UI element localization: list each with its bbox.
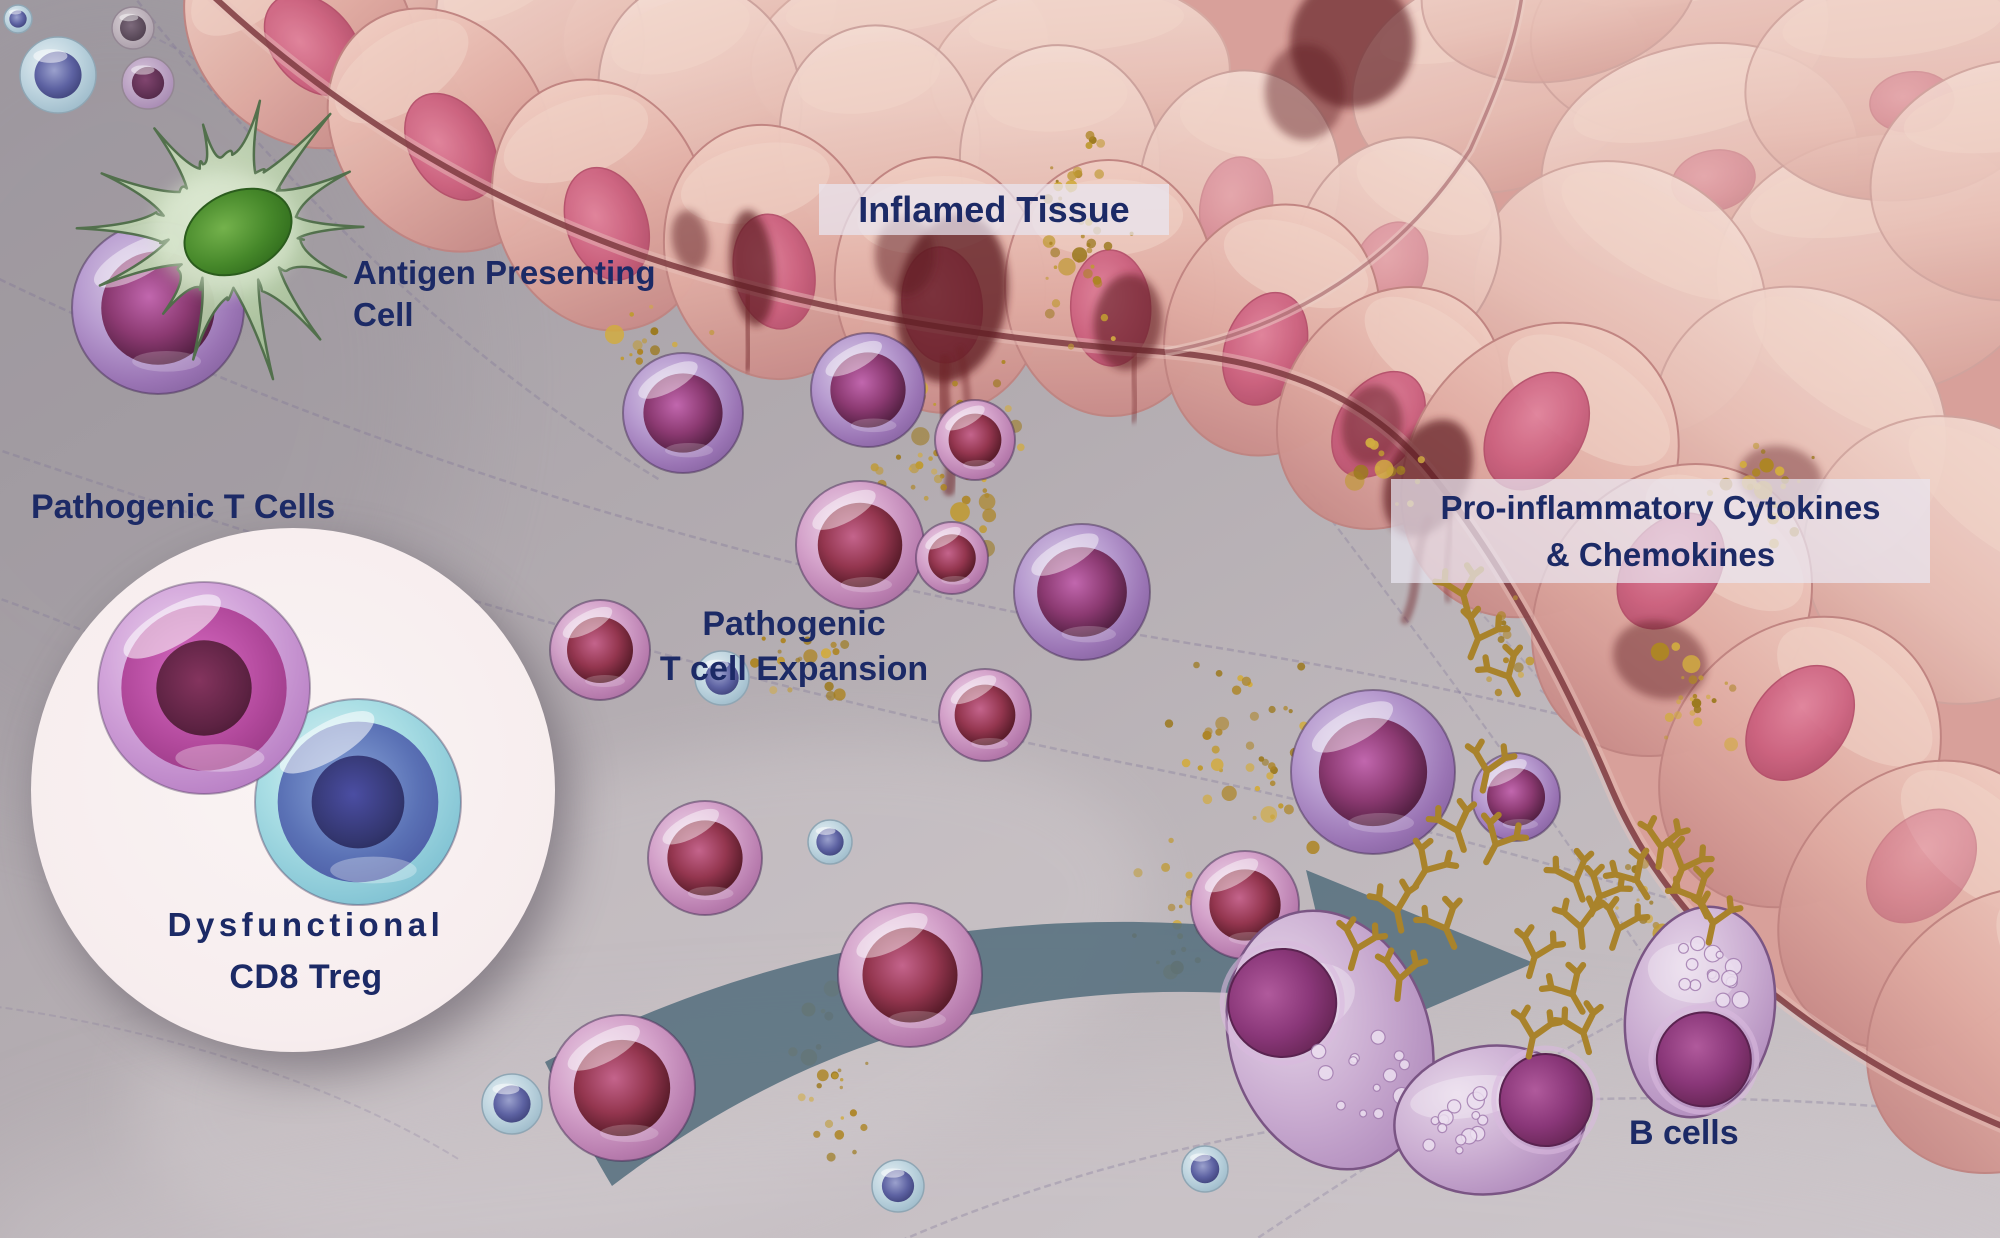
- epithelial-cell: [1420, 0, 1700, 84]
- small-immune-cell: [3, 4, 33, 34]
- epithelial-cell: [1869, 58, 2000, 302]
- tissue-damage: [729, 210, 775, 326]
- fiber-line: [1304, 484, 1641, 951]
- t-cell-expansion-label: Pathogenic T cell Expansion: [659, 605, 929, 688]
- pathogenic-t-cells-layer: [481, 332, 1561, 1213]
- apc-nucleus: [183, 187, 293, 277]
- pathogenic-t-cell: [1013, 523, 1151, 661]
- tissue-damage: [875, 215, 935, 295]
- cytokines-label-line1: Pro-inflammatory Cytokines: [1440, 489, 1881, 526]
- tissue-damage: [1093, 274, 1163, 370]
- treg-label-line2: CD8 Treg: [229, 958, 383, 996]
- b-cell: [1393, 1044, 1601, 1196]
- dendritic-cell-body: [75, 99, 365, 381]
- small-immune-cell: [871, 1159, 925, 1213]
- small-immune-cell: [481, 1073, 543, 1135]
- blood-drip: [1129, 351, 1140, 424]
- inflamed-tissue-label: Inflamed Tissue: [858, 189, 1130, 230]
- b-cell-nucleus: [1655, 1011, 1752, 1108]
- small-immune-cell: [807, 819, 853, 865]
- pathogenic-t-cell: [938, 668, 1032, 762]
- pathogenic-t-cell: [795, 480, 925, 610]
- b-cell-nucleus: [1227, 947, 1338, 1058]
- blood-drip: [742, 294, 753, 372]
- pathogenic-t-cell: [915, 521, 989, 595]
- tissue-damage: [1341, 385, 1403, 465]
- pathogenic-t-cell: [934, 399, 1016, 481]
- pathogenic-t-cell: [1290, 689, 1456, 855]
- treg-label-line1: Dysfunctional: [167, 906, 445, 943]
- pathogenic-t-cell: [837, 902, 983, 1048]
- pathogenic-t-cell: [1190, 850, 1300, 960]
- small-immune-cell: [1181, 1145, 1229, 1193]
- cd8-treg-inset: [31, 528, 555, 1052]
- epithelial-cell: [1865, 885, 2000, 1175]
- treg-magenta-cell: [97, 581, 311, 795]
- b-cells-label: B cells: [1629, 1114, 1739, 1152]
- b-cells-layer: [1219, 905, 1777, 1196]
- small-immune-cell: [111, 6, 155, 50]
- pathogenic-t-cells-label: Pathogenic T Cells: [31, 488, 336, 526]
- fiber-line: [0, 1006, 461, 1161]
- b-cell: [1623, 905, 1777, 1119]
- treg-blue-cell: [254, 698, 462, 906]
- fiber-line: [135, 0, 661, 482]
- cytokines-badge: Pro-inflammatory Cytokines & Chemokines: [1391, 479, 1930, 583]
- epithelial-nucleus: [1865, 808, 1978, 924]
- epithelial-nucleus: [1745, 664, 1856, 781]
- small-immune-cell: [121, 56, 175, 110]
- b-cell-nucleus: [1498, 1053, 1593, 1148]
- antigen-presenting-cell-graphic: [3, 4, 365, 395]
- fiber-line: [904, 1096, 2000, 1238]
- antigen-presenting-cell-label: Antigen Presenting Cell: [353, 254, 656, 333]
- inflamed-tissue-badge: Inflamed Tissue: [819, 184, 1169, 235]
- pathogenic-t-cell: [810, 332, 926, 448]
- small-immune-cell: [19, 36, 97, 114]
- pathogenic-t-cell: [622, 352, 744, 474]
- b-cell: [1219, 909, 1435, 1171]
- pathogenic-t-cell: [548, 1014, 696, 1162]
- small-immune-cell: [694, 650, 750, 706]
- pathogenic-t-cell: [549, 599, 651, 701]
- cytokines-label-line2: & Chemokines: [1545, 536, 1776, 573]
- epithelial-nucleus: [404, 92, 498, 201]
- tissue-fold-line: [1164, 0, 1523, 354]
- pathogenic-t-cell: [647, 800, 763, 916]
- tissue-damage: [1265, 44, 1345, 140]
- tissue-damage: [671, 210, 709, 270]
